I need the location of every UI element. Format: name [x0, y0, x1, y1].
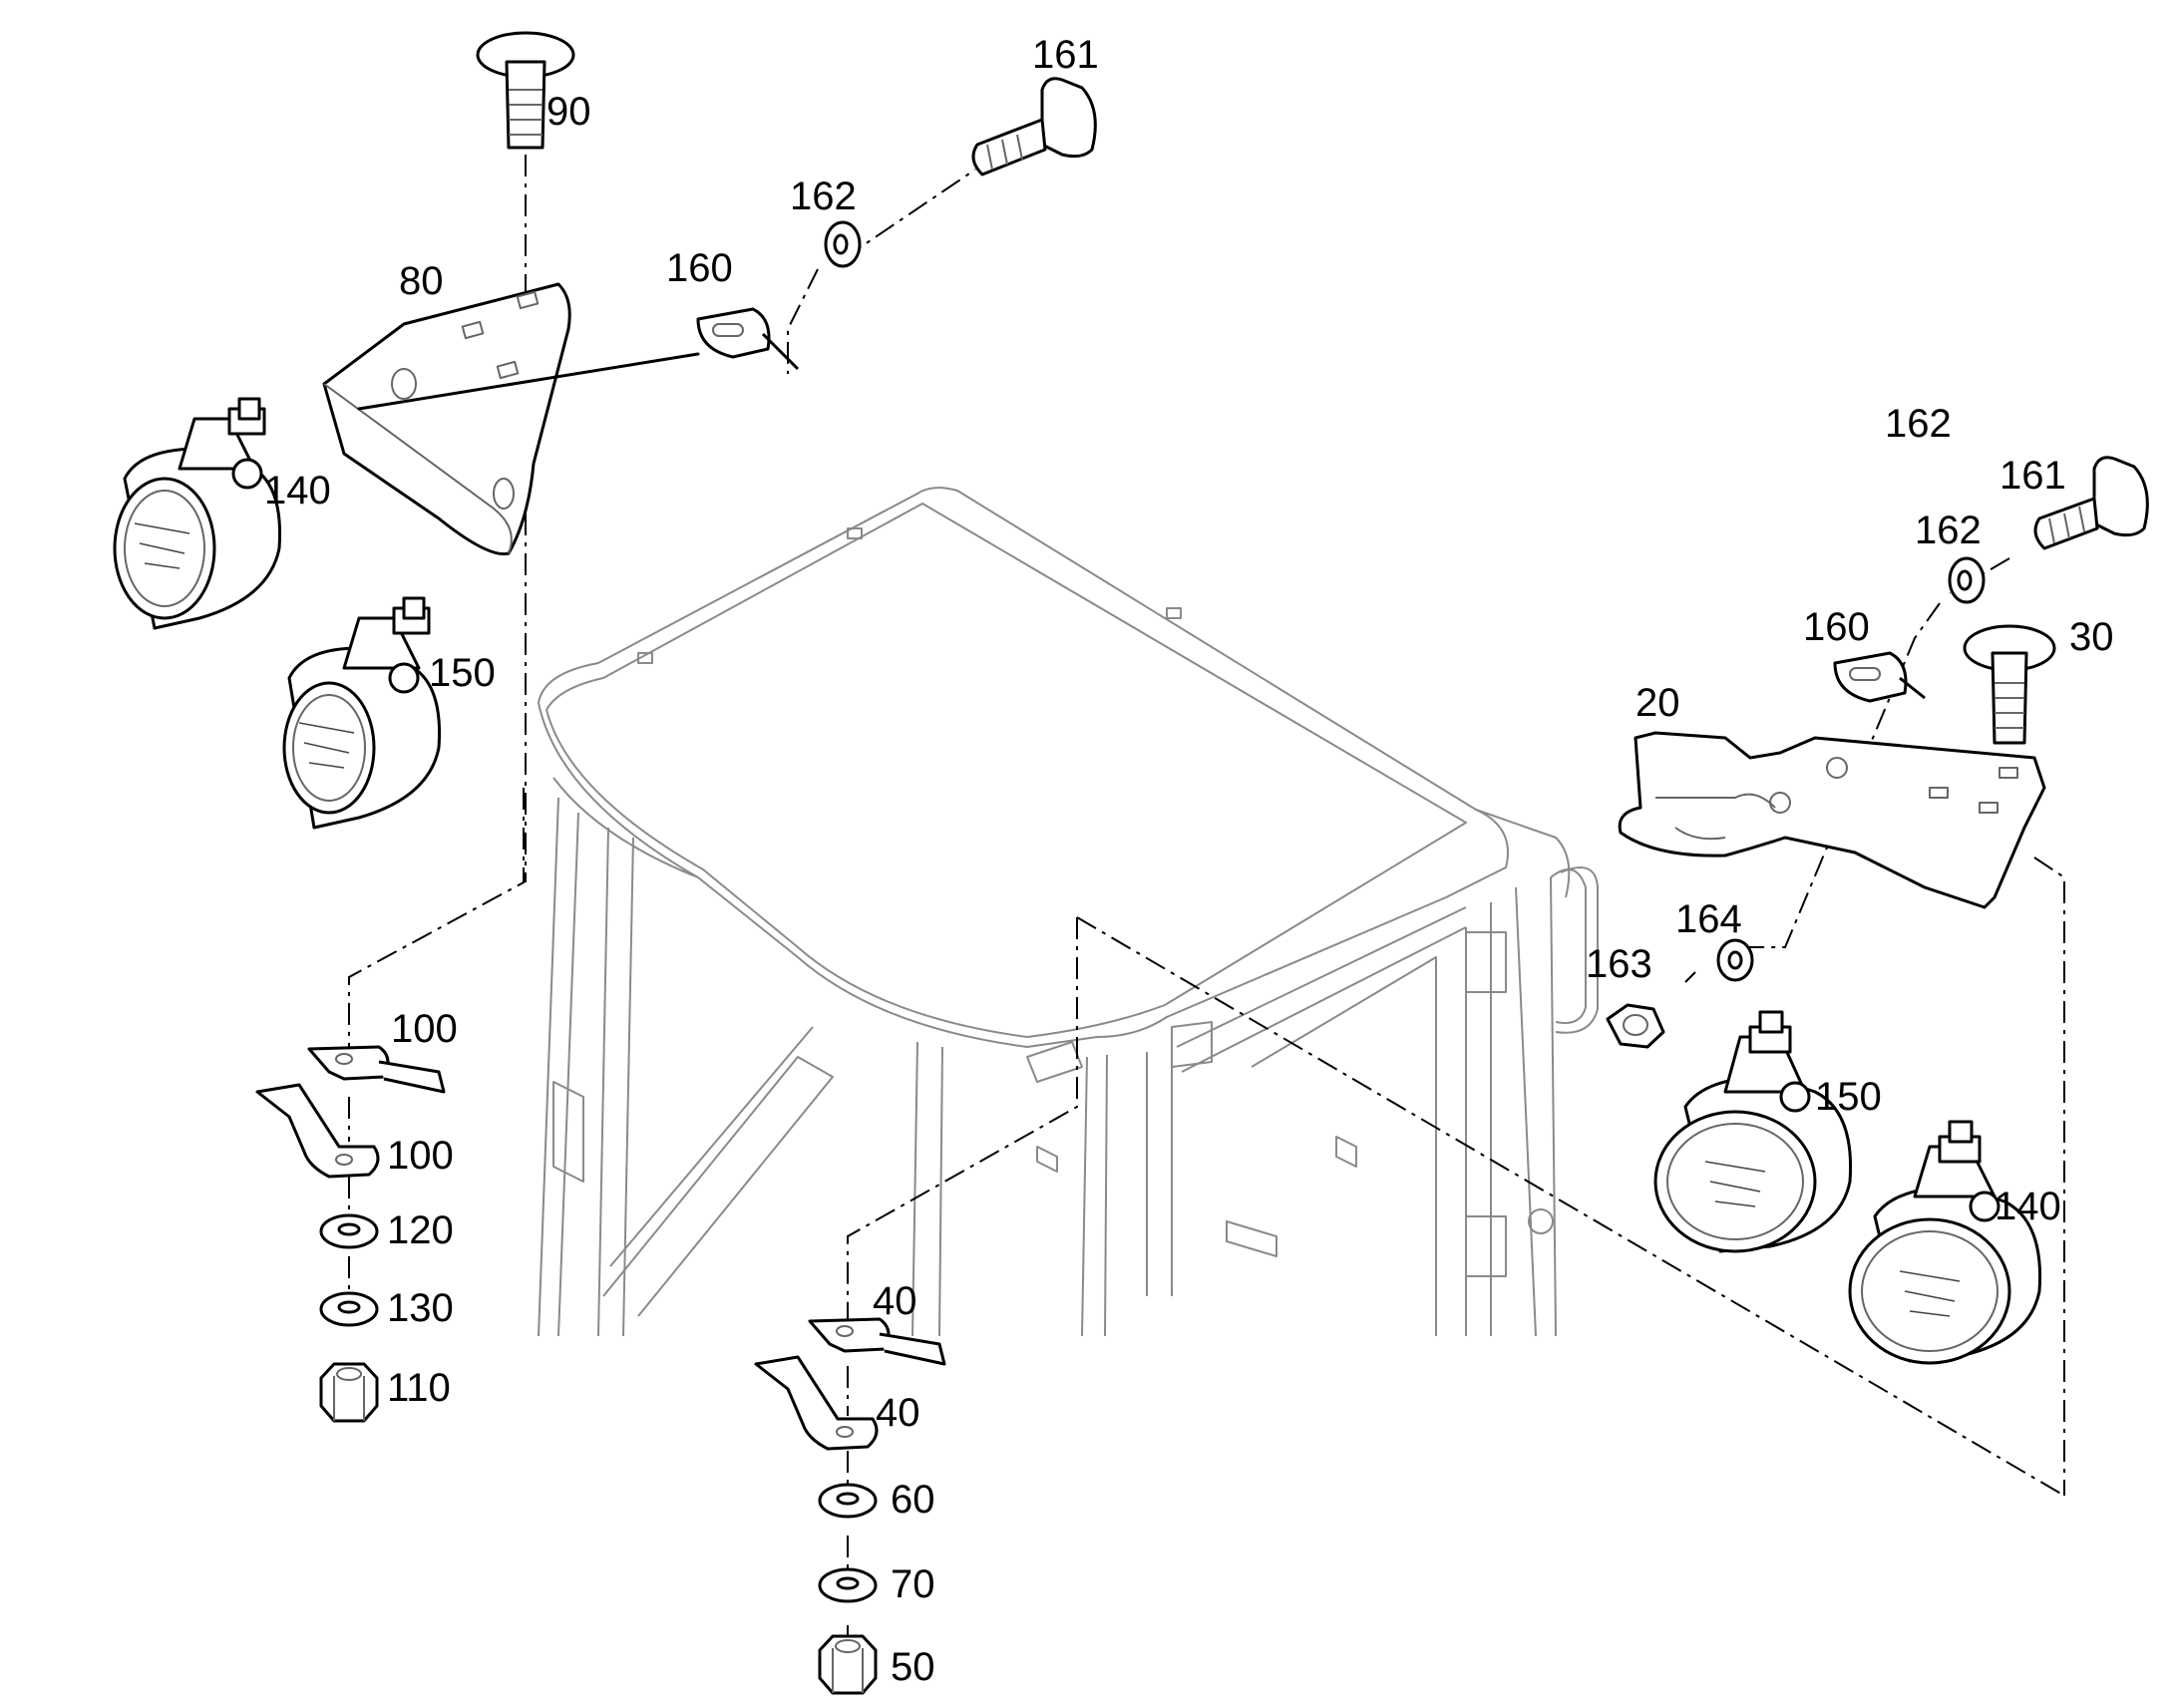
callout-150-right: 150 — [1815, 1075, 1882, 1119]
callout-90: 90 — [546, 90, 591, 134]
washer-162-right — [1948, 556, 1986, 604]
callout-100-lower: 100 — [387, 1134, 454, 1178]
callout-20: 20 — [1635, 681, 1680, 725]
callout-160-right: 160 — [1803, 605, 1870, 649]
callout-130: 130 — [387, 1286, 454, 1330]
callout-160-top: 160 — [666, 246, 733, 290]
nut-50 — [818, 1634, 878, 1695]
callout-40-lower: 40 — [876, 1391, 920, 1435]
callout-163: 163 — [1586, 942, 1652, 986]
bracket-80 — [322, 282, 700, 556]
callout-161-right: 161 — [1999, 454, 2066, 498]
lamp-140-right — [1848, 1120, 2042, 1365]
bolt-161-right — [2033, 456, 2149, 550]
callout-30: 30 — [2069, 615, 2114, 659]
clip-100-lower — [255, 1083, 380, 1179]
washer-162-top — [824, 220, 862, 268]
callout-164: 164 — [1675, 897, 1742, 941]
callout-140-right: 140 — [1995, 1185, 2061, 1228]
clip-100-upper — [307, 1045, 446, 1094]
nut-110 — [319, 1362, 379, 1423]
callout-labels: 90 161 162 160 80 140 150 162 161 162 16… — [264, 33, 2114, 1689]
lamp-140-left — [113, 397, 282, 630]
callout-161-top: 161 — [1032, 33, 1099, 77]
callout-162-header: 162 — [1885, 402, 1952, 446]
washer-130 — [319, 1291, 379, 1327]
washer-164 — [1716, 938, 1754, 982]
washer-70 — [818, 1567, 878, 1603]
callout-150-left: 150 — [429, 651, 496, 695]
washer-60 — [818, 1483, 878, 1519]
callout-162-top-left: 162 — [790, 174, 857, 218]
bolt-161-top — [971, 77, 1097, 176]
clip-40-lower — [754, 1355, 879, 1451]
callout-120: 120 — [387, 1208, 454, 1252]
bracket-20 — [1618, 731, 2046, 909]
nut-163 — [1606, 1003, 1665, 1049]
lamp-150-right — [1653, 1010, 1853, 1253]
callout-100-upper: 100 — [391, 1007, 458, 1051]
callout-80: 80 — [399, 259, 444, 303]
lamp-150-left — [282, 596, 442, 830]
cab-frame — [538, 487, 1599, 1337]
callout-50: 50 — [891, 1645, 935, 1689]
carriage-bolt-90 — [476, 31, 575, 150]
callout-140-left: 140 — [264, 469, 331, 512]
callout-70: 70 — [891, 1562, 935, 1606]
callout-40-upper: 40 — [873, 1279, 917, 1323]
callout-60: 60 — [891, 1478, 935, 1522]
carriage-bolt-30 — [1963, 624, 2056, 745]
clip-160-right — [1833, 651, 1926, 703]
clip-40-upper — [808, 1317, 946, 1366]
callout-162-right: 162 — [1915, 509, 1982, 552]
clip-160-top — [696, 307, 800, 371]
washer-120 — [319, 1213, 379, 1249]
callout-110: 110 — [387, 1366, 451, 1410]
